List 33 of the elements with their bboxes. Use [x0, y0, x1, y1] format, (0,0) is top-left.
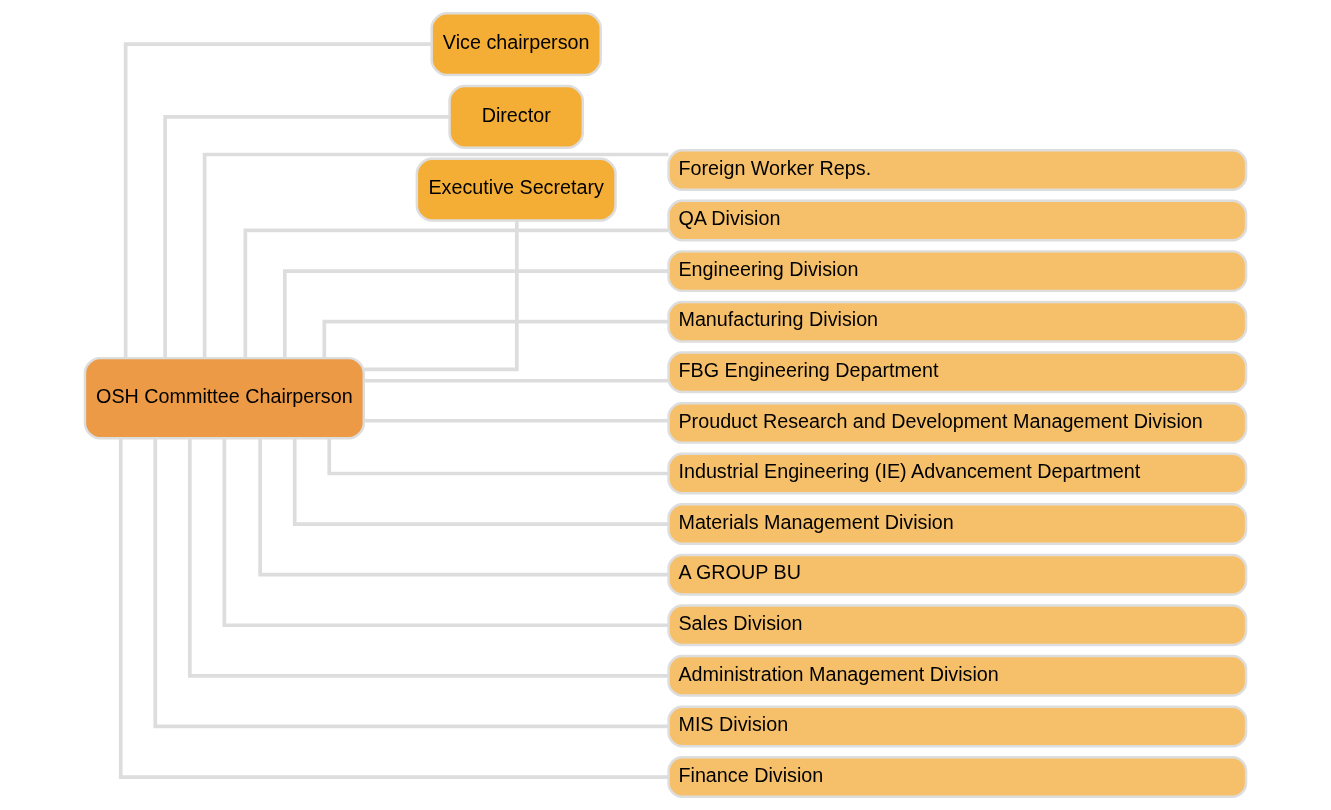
node-box: FBG Engineering Department — [667, 351, 1248, 394]
node-box: Industrial Engineering (IE) Advancement Department — [667, 452, 1248, 495]
node-box: Engineering Division — [667, 250, 1248, 293]
node-box: Foreign Worker Reps. — [667, 148, 1248, 191]
connector — [187, 438, 669, 678]
node-box: Vice chairperson — [430, 12, 602, 77]
connector — [243, 228, 669, 358]
node-box: Sales Division — [667, 604, 1248, 647]
connector — [258, 438, 669, 577]
connector — [292, 438, 669, 526]
connector — [222, 438, 669, 628]
node-box: A GROUP BU — [667, 553, 1248, 596]
node-box: Manufacturing Division — [667, 300, 1248, 343]
node-box: QA Division — [667, 199, 1248, 242]
node-box: MIS Division — [667, 705, 1248, 748]
connector — [327, 438, 669, 476]
connector — [153, 438, 669, 729]
connector — [364, 220, 519, 372]
connector — [202, 152, 669, 358]
node-box: Director — [448, 84, 585, 149]
node-box: Executive Secretary — [415, 157, 617, 222]
node-box: Materials Management Division — [667, 503, 1248, 546]
connector — [282, 269, 669, 358]
node-box: Finance Division — [667, 756, 1248, 798]
node-box: OSH Committee Chairperson — [83, 356, 366, 440]
connector — [163, 115, 450, 358]
connector — [118, 438, 669, 779]
connector — [363, 378, 669, 383]
node-box: Prouduct Research and Development Management Division — [667, 401, 1248, 444]
connector — [123, 42, 432, 358]
connector — [363, 418, 669, 423]
node-box: Administration Management Division — [667, 654, 1248, 697]
connector — [322, 319, 669, 358]
